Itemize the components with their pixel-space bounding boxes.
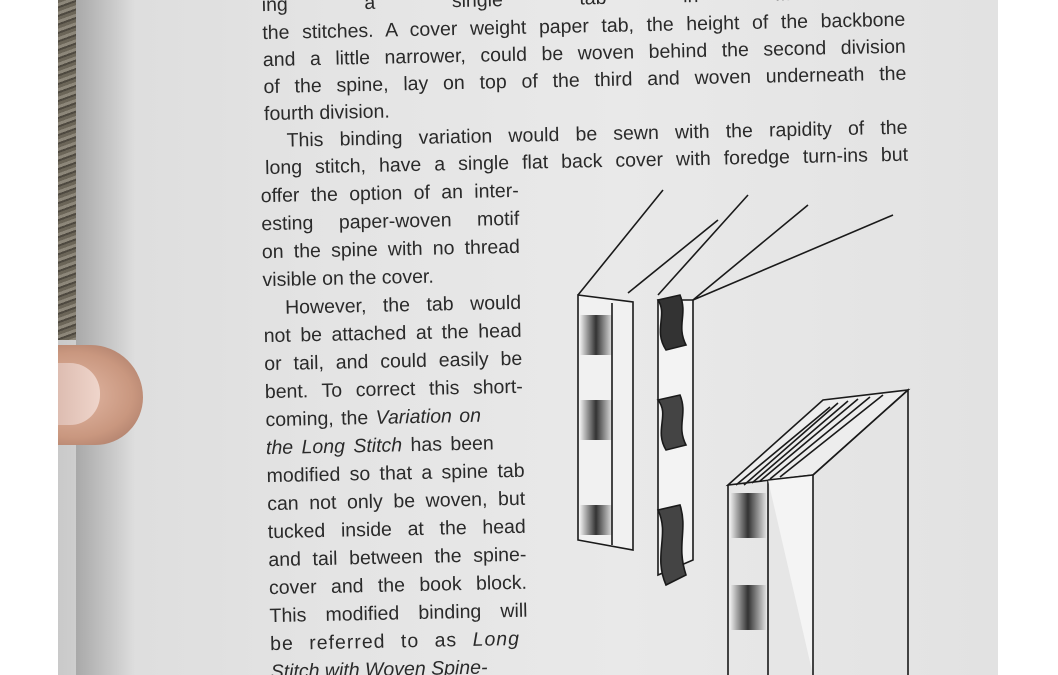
text-line: modified so that a spine tab [266, 459, 525, 488]
text-line: offer the option of an inter- [260, 179, 519, 208]
text-segment: coming, the [265, 406, 376, 432]
text-line: However, the tab would [284, 291, 522, 319]
binding-illustration [577, 189, 911, 675]
text-segment: be referred to as [269, 628, 473, 656]
text-line: can not only be woven, but [266, 487, 526, 516]
text-line: not be attached at the head [263, 319, 522, 348]
book-left-drawing [577, 189, 719, 551]
text-line: or tail, and could easily be [264, 347, 523, 376]
italic-title: Stitch with Woven Spine- [270, 656, 488, 675]
text-line: the Long Stitch has been [266, 430, 524, 461]
thumb [58, 345, 143, 445]
text-line: on the spine with no thread [261, 235, 521, 264]
carpet-background [58, 0, 76, 340]
text-line: esting paper-woven motif [261, 207, 520, 236]
italic-title: Variation on [375, 404, 482, 429]
text-line: tucked inside at the head [267, 515, 526, 544]
book-right-drawing [725, 388, 911, 675]
book-photo: ing a single tab in ... hide the stitche… [58, 0, 998, 675]
page-gutter-shadow [76, 0, 136, 675]
text-line: coming, the Variation on [265, 402, 523, 433]
text-segment: has been [401, 432, 494, 457]
book-middle-drawing [656, 194, 894, 587]
text-line: bent. To correct this short- [264, 375, 524, 404]
italic-title: Long [472, 627, 521, 651]
italic-title: the Long Stitch [265, 434, 403, 460]
text-line: be referred to as Long [270, 626, 528, 657]
thumbnail-nail [58, 363, 100, 425]
text-line: visible on the cover. [262, 265, 434, 292]
text-line: This modified binding will [269, 599, 528, 628]
text-line: Stitch with Woven Spine- [270, 654, 528, 675]
text-line: and tail between the spine- [268, 543, 527, 572]
text-line: cover and the book block. [268, 571, 528, 600]
